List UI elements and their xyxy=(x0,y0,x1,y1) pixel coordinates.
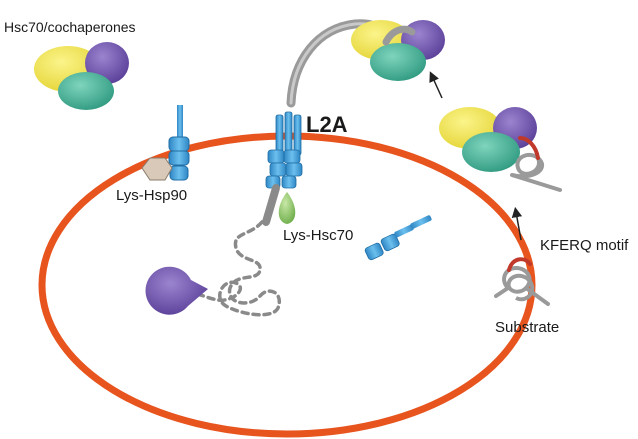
translocating-substrate xyxy=(184,220,282,317)
lys-hsc70-label: Lys-Hsc70 xyxy=(283,227,354,244)
cochaperone-substrate-complex xyxy=(439,107,562,192)
cochaperone-complex-bound xyxy=(351,20,445,81)
lys-hsc70-icon xyxy=(278,192,296,224)
hsp90-hexagon-icon xyxy=(141,157,173,181)
kferq-motif-mark xyxy=(507,257,532,272)
substrate-coil-icon xyxy=(494,257,550,306)
hsc70-teal-icon xyxy=(58,72,114,110)
arrow-upper xyxy=(429,71,443,99)
lys-hsp90-receptor xyxy=(141,105,190,181)
kferq-motif-label: KFERQ motif xyxy=(540,237,629,254)
hsc70-cochaperones-label: Hsc70/cochaperones xyxy=(4,19,136,35)
cochaperone-complex-topleft xyxy=(34,42,129,110)
protease-pacman-icon xyxy=(145,266,208,315)
substrate-label: Substrate xyxy=(495,319,560,336)
lys-hsp90-label: Lys-Hsp90 xyxy=(116,187,188,204)
l2a-label: L2A xyxy=(306,112,348,137)
free-receptor xyxy=(364,215,432,261)
arrow-lower xyxy=(511,206,523,241)
